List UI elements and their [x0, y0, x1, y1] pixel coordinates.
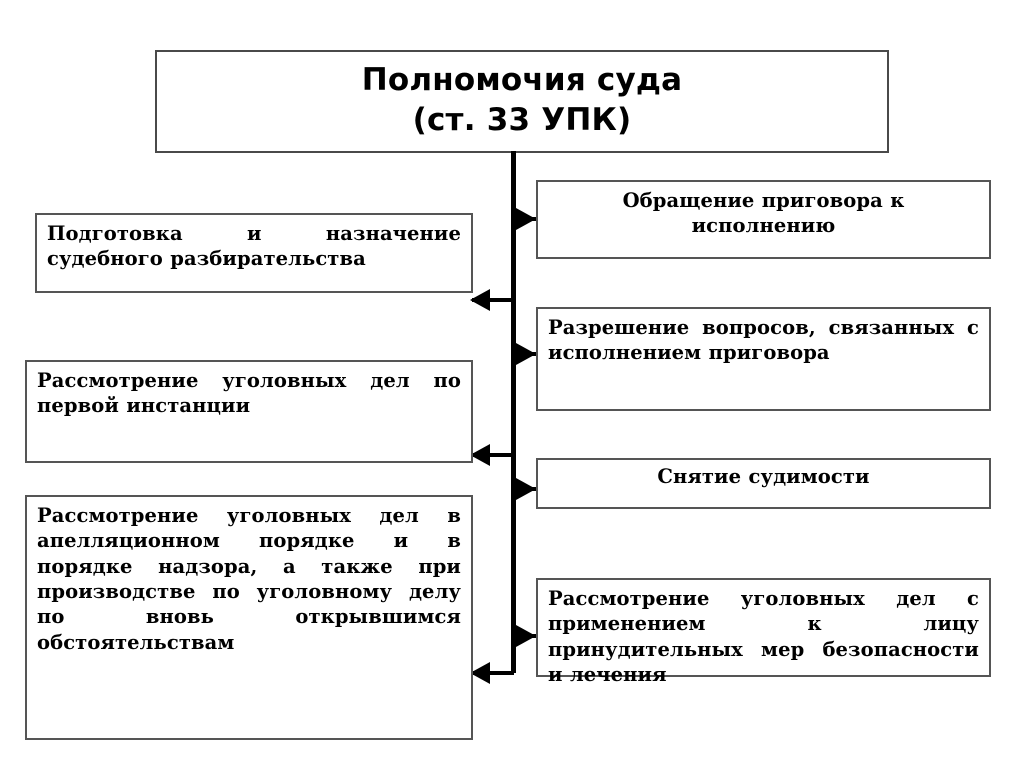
arrowhead-right-4 — [516, 625, 536, 647]
page-title: Полномочия суда (ст. 33 УПК) — [157, 60, 887, 141]
connector-left-1 — [472, 298, 514, 302]
arrowhead-left-1 — [470, 289, 490, 311]
right-box-2: Разрешение вопросов, связанных с исполне… — [536, 307, 991, 411]
right-box-1: Обращение приговора к исполнению — [536, 180, 991, 259]
connector-left-2 — [472, 453, 514, 457]
left-box-1-label: Подготовка и назначение судебного разбир… — [47, 222, 461, 271]
right-box-4-label: Рассмотрение уголовных дел с применением… — [548, 587, 979, 687]
title-line-1: Полномочия суда — [361, 62, 683, 98]
left-box-1: Подготовка и назначение судебного разбир… — [35, 213, 473, 293]
left-box-2: Рассмотрение уголовных дел по первой инс… — [25, 360, 473, 463]
left-box-3-label: Рассмотрение уголовных дел в апелляционн… — [37, 504, 461, 654]
right-box-2-label: Разрешение вопросов, связанных с исполне… — [548, 316, 979, 365]
right-box-3: Снятие судимости — [536, 458, 991, 509]
left-box-3: Рассмотрение уголовных дел в апелляционн… — [25, 495, 473, 740]
right-box-1-label: Обращение приговора к исполнению — [622, 189, 905, 238]
arrowhead-left-2 — [470, 444, 490, 466]
arrowhead-right-3 — [516, 478, 536, 500]
right-box-4: Рассмотрение уголовных дел с применением… — [536, 578, 991, 686]
title-box: Полномочия суда (ст. 33 УПК) — [155, 50, 889, 153]
right-box-3-label: Снятие судимости — [657, 465, 870, 488]
arrowhead-left-3 — [470, 662, 490, 684]
left-box-2-label: Рассмотрение уголовных дел по первой инс… — [37, 369, 461, 418]
connector-left-3 — [472, 671, 514, 675]
arrowhead-right-2 — [516, 343, 536, 365]
arrowhead-right-1 — [516, 208, 536, 230]
title-line-2: (ст. 33 УПК) — [412, 102, 632, 139]
central-spine-connector — [511, 151, 516, 673]
